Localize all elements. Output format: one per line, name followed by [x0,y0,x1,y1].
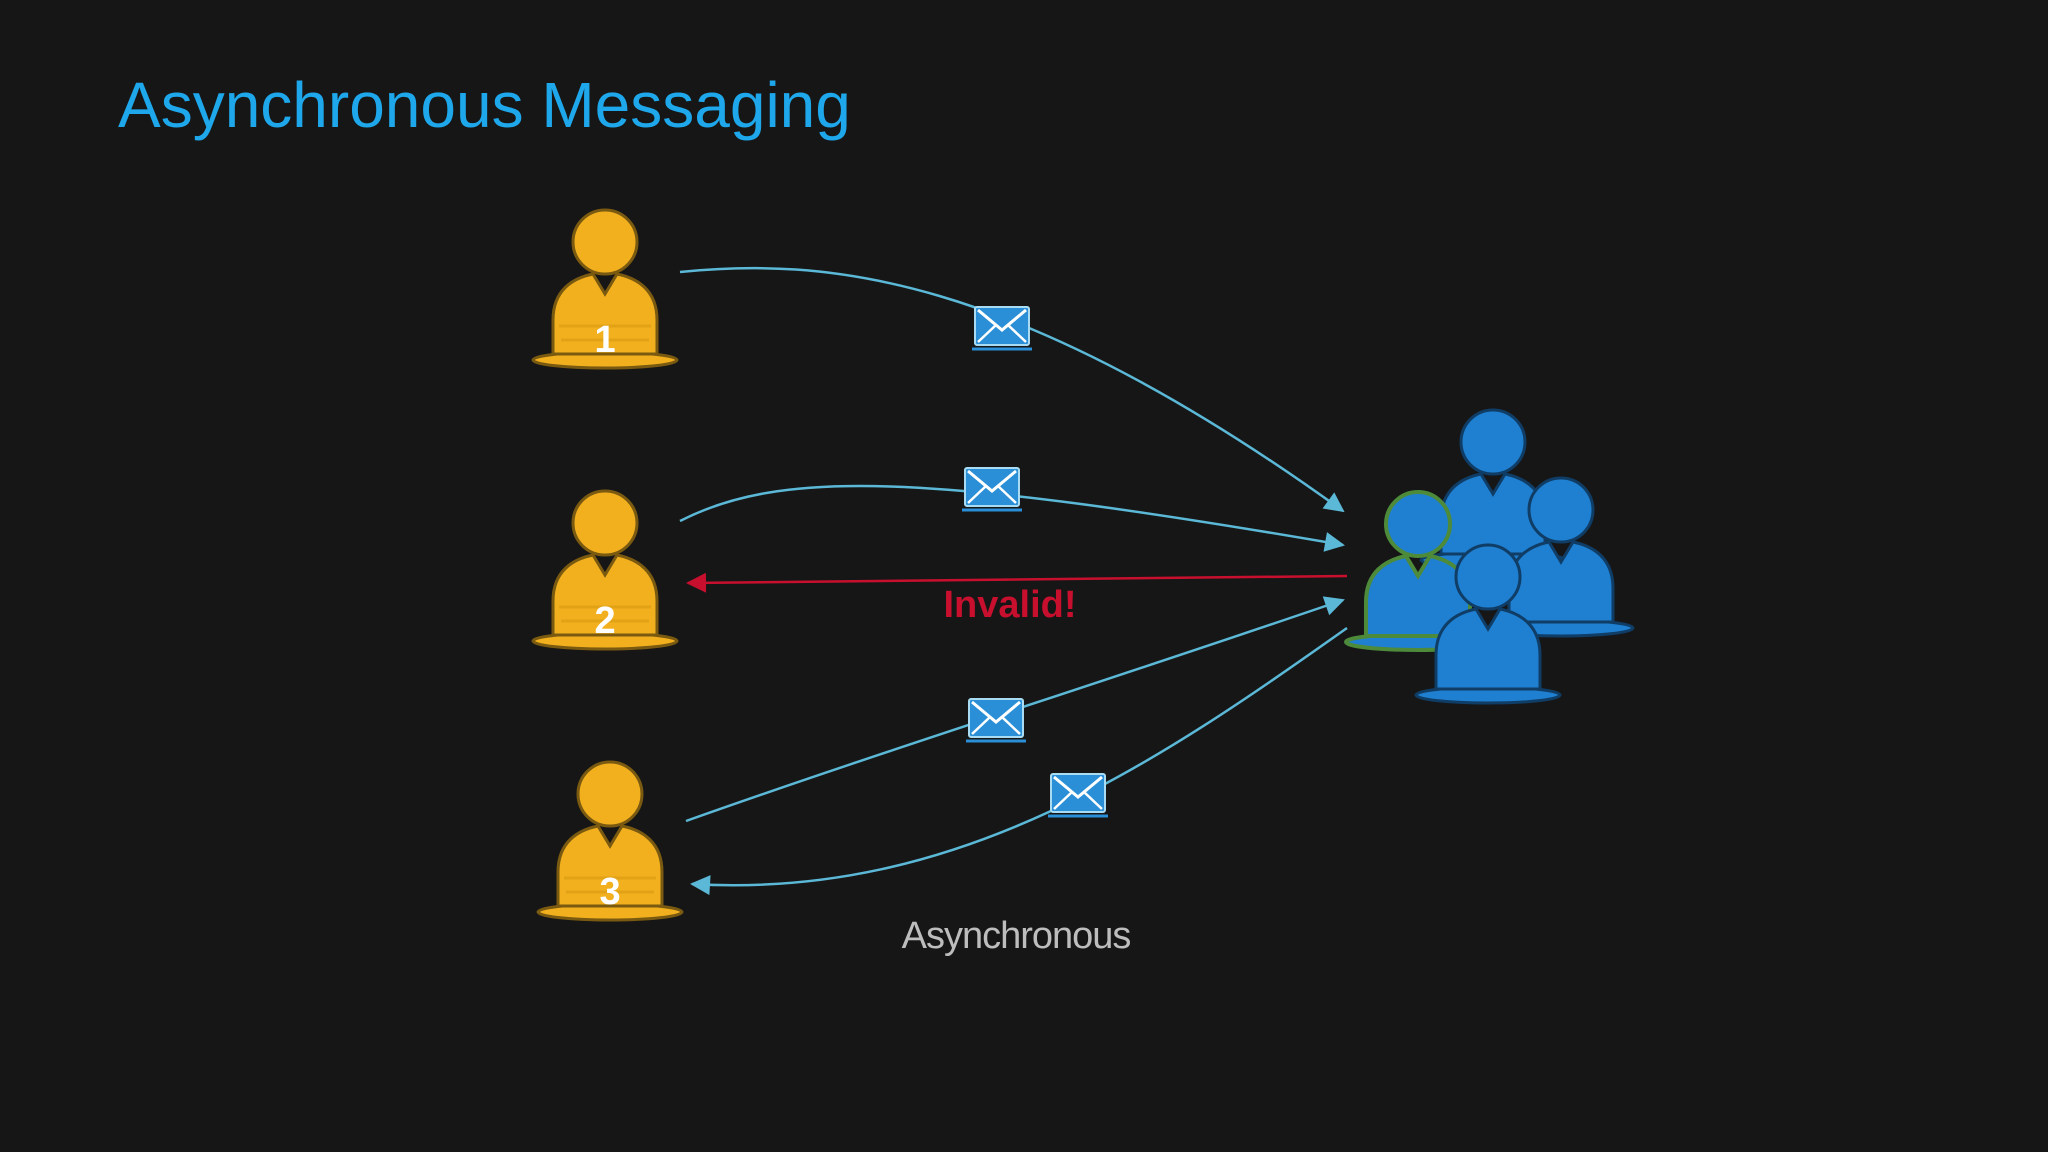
envelope-icon [1048,773,1108,818]
client-3: 3 [536,760,684,922]
message-arrow-client1-to-server [679,266,1345,513]
client-number: 3 [599,871,620,913]
response-arrow-server-to-client3 [690,626,1348,896]
person-icon [536,760,684,922]
person-icon [531,208,679,370]
person-icon [531,489,679,651]
diagram-caption: Asynchronous [902,915,1131,957]
people-group-icon [1344,408,1635,705]
server-group [1344,408,1635,705]
message-arrow-client2-to-server [679,484,1345,552]
invalid-label: Invalid! [943,584,1076,626]
client-1: 1 [531,208,679,370]
envelope-icon [966,698,1026,743]
invalid-response-arrow [686,572,1348,593]
client-number: 2 [594,600,615,642]
client-2: 2 [531,489,679,651]
envelope-icon [962,467,1022,512]
slide-title: Asynchronous Messaging [118,69,851,141]
client-number: 1 [594,319,615,361]
envelope-icon [972,306,1032,351]
